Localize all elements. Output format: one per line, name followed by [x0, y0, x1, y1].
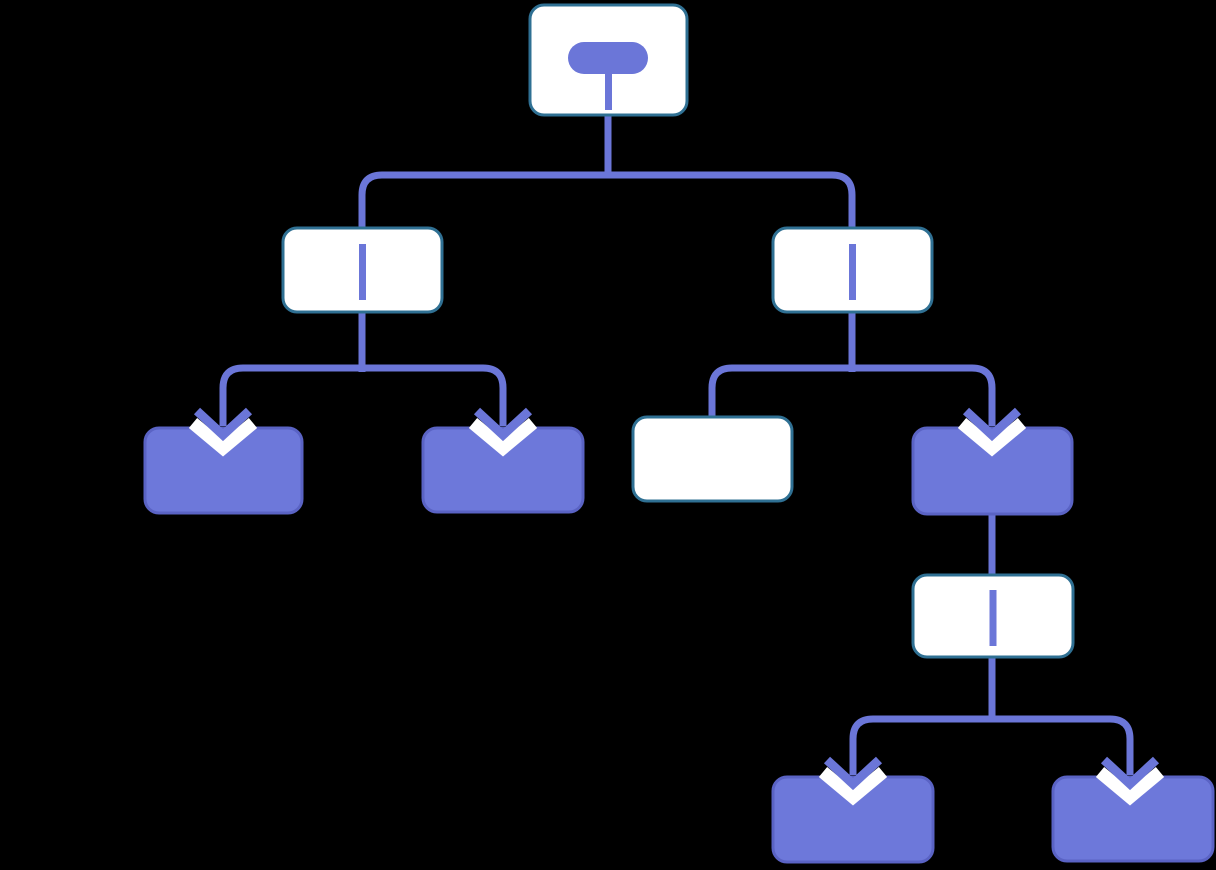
selection-pill-icon: [568, 42, 648, 74]
decorations-layer: [359, 42, 997, 646]
arrowhead-chevron: [823, 756, 883, 791]
chevron-highlight: [818, 767, 888, 806]
collapse-chevron-icon[interactable]: [818, 747, 888, 806]
text-cursor-icon: [849, 244, 856, 300]
node-shape-node-b2[interactable]: [911, 426, 1074, 516]
node-shape-leaf-c1[interactable]: [771, 775, 935, 864]
text-cursor-icon: [359, 244, 366, 300]
arrowhead-chevron: [962, 407, 1022, 442]
arrowheads-layer: [188, 398, 1165, 806]
node-node-b2[interactable]: [911, 426, 1074, 516]
node-leaf-b1[interactable]: [631, 415, 794, 503]
edges-layer: [219, 115, 1134, 769]
node-shape-leaf-a1[interactable]: [143, 426, 304, 515]
collapse-chevron-icon[interactable]: [188, 398, 258, 457]
nodes-layer: [143, 3, 1215, 864]
chevron-highlight: [188, 418, 258, 457]
chevron-highlight: [957, 418, 1027, 457]
edge-a-bar: [219, 364, 507, 420]
node-leaf-c1[interactable]: [771, 775, 935, 864]
arrowhead-chevron: [473, 407, 533, 442]
arrowhead-chevron: [193, 407, 253, 442]
collapse-chevron-icon[interactable]: [1095, 747, 1165, 806]
chevron-highlight: [468, 418, 538, 457]
edge-c-bar: [849, 715, 1134, 769]
node-leaf-a2[interactable]: [421, 426, 585, 514]
text-cursor-icon: [989, 590, 997, 646]
node-shape-leaf-a2[interactable]: [421, 426, 585, 514]
chevron-highlight: [1095, 767, 1165, 806]
node-shape-leaf-b1[interactable]: [631, 415, 794, 503]
pill-stem: [605, 74, 612, 110]
node-leaf-a1[interactable]: [143, 426, 304, 515]
arrowhead-chevron: [1100, 756, 1160, 791]
collapse-chevron-icon[interactable]: [957, 398, 1027, 457]
collapse-chevron-icon[interactable]: [468, 398, 538, 457]
edge-root-bar: [358, 171, 856, 228]
edge-b-bar: [708, 364, 996, 420]
